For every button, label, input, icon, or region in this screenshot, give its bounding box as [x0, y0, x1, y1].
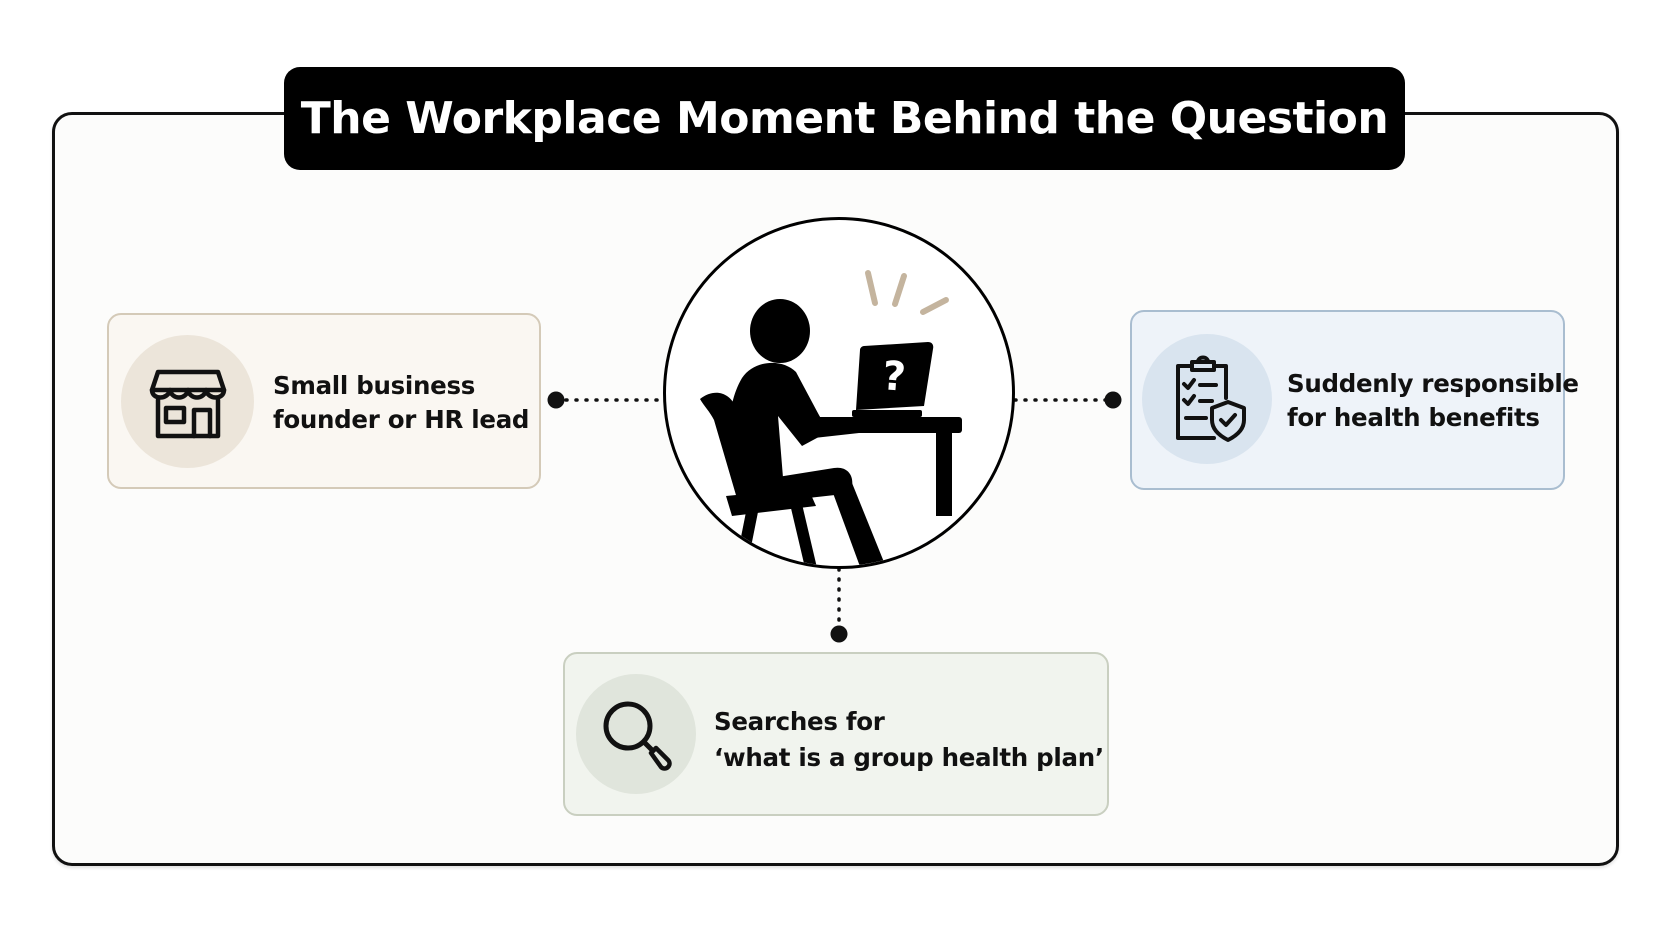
connector-left-dot — [547, 391, 565, 409]
card-search-query: Searches for ‘what is a group health pla… — [563, 652, 1109, 816]
card-search-text: Searches for ‘what is a group health pla… — [714, 704, 1104, 776]
storefront-icon — [149, 369, 226, 438]
card-founder-line-1: Small business — [273, 371, 476, 400]
card-founder-line-2: founder or HR lead — [273, 405, 530, 434]
person-at-laptop-icon: ? — [700, 270, 962, 566]
card-benefits-line-2: for health benefits — [1287, 403, 1540, 432]
central-figure-circle: ? — [663, 217, 1015, 569]
connector-right-dot — [1104, 391, 1122, 409]
storefront-icon-badge — [121, 335, 254, 468]
magnifier-icon-badge — [576, 674, 696, 794]
page-title: The Workplace Moment Behind the Question — [300, 93, 1389, 144]
title-banner: The Workplace Moment Behind the Question — [284, 67, 1405, 170]
card-benefits-text: Suddenly responsible for health benefits — [1287, 367, 1579, 435]
card-health-benefits: Suddenly responsible for health benefits — [1130, 310, 1579, 490]
card-founder-text: Small business founder or HR lead — [273, 369, 529, 437]
question-mark-glyph: ? — [881, 353, 907, 401]
card-search-line-1: Searches for — [714, 707, 885, 736]
clipboard-shield-icon-badge — [1142, 334, 1272, 464]
card-search-line-2: ‘what is a group health plan’ — [714, 743, 1104, 772]
card-founder-or-hr-lead: Small business founder or HR lead — [107, 313, 541, 489]
attention-lines-icon — [865, 270, 949, 315]
card-benefits-line-1: Suddenly responsible — [1287, 369, 1579, 398]
magnifier-icon — [603, 701, 672, 771]
connector-bottom-dot — [830, 625, 848, 643]
clipboard-shield-icon — [1176, 355, 1246, 442]
